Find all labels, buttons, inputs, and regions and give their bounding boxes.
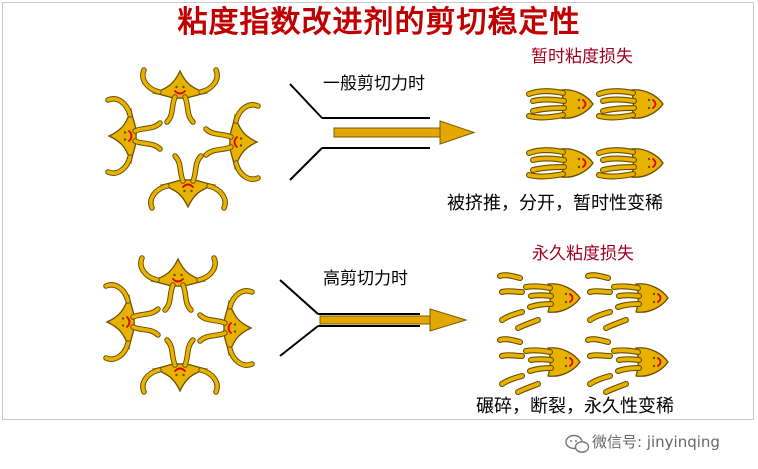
watermark-text: 微信号: jinyinqing: [592, 433, 720, 451]
molecule-broken: [588, 275, 668, 328]
permanent-loss-caption: 碾碎，断裂，永久性变稀: [476, 396, 674, 417]
permanent-loss-title: 永久粘度损失: [532, 244, 634, 264]
molecule-broken: [500, 275, 580, 328]
shear-funnel-top: [289, 83, 430, 181]
molecule-star: [206, 105, 258, 179]
molecule-star: [200, 291, 252, 365]
molecule-star: [143, 70, 217, 122]
permanent-loss-molecules: [500, 275, 668, 392]
molecule-star: [108, 99, 160, 173]
normal-shear-label: 一般剪切力时: [323, 74, 425, 94]
polymer-network-bottom: [106, 258, 252, 392]
high-shear-label: 高剪切力时: [323, 269, 408, 289]
shear-arrow-bottom: [319, 308, 468, 332]
shear-arrow-top: [333, 120, 476, 145]
wechat-icon: [565, 434, 590, 453]
molecule-star: [106, 285, 158, 359]
diagram-title: 粘度指数改进剂的剪切稳定性: [177, 5, 581, 40]
molecule-comb: [529, 90, 593, 119]
molecule-comb: [599, 90, 663, 119]
molecule-star: [143, 340, 217, 392]
molecule-star: [151, 156, 225, 208]
molecule-comb: [599, 149, 663, 178]
molecule-star: [141, 258, 215, 310]
shear-funnel-bottom: [279, 279, 420, 357]
temporary-loss-molecules: [529, 90, 663, 178]
polymer-network-top: [108, 70, 258, 208]
temporary-loss-title: 暂时粘度损失: [531, 47, 633, 67]
image-frame: [2, 2, 754, 420]
molecule-broken: [588, 339, 668, 392]
molecule-comb: [529, 149, 593, 178]
molecule-broken: [500, 339, 580, 392]
temporary-loss-caption: 被挤推，分开，暂时性变稀: [447, 193, 663, 214]
